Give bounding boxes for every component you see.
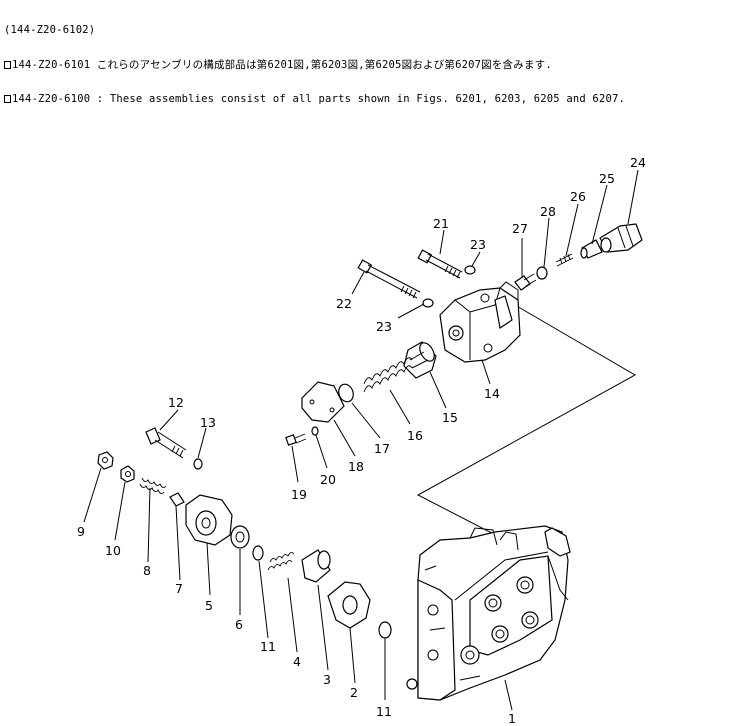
- nut-10: [120, 465, 135, 483]
- o-ring-11-a: [252, 545, 264, 561]
- callout-17: 17: [374, 441, 390, 456]
- sleeve-3: [301, 549, 331, 583]
- callout-24: 24: [630, 155, 646, 170]
- nut-9: [97, 451, 114, 470]
- header-line-2: 144-Z20-6101 これらのアセンブリの構成部品は第6201図,第6203…: [4, 58, 625, 72]
- spring-4: [267, 551, 295, 571]
- spring-16: [363, 357, 413, 393]
- callout-28: 28: [540, 204, 556, 219]
- washer-23-a: [464, 265, 476, 275]
- callout-3: 3: [323, 672, 331, 687]
- header-line-2-text: これらのアセンブリの構成部品は第6201図,第6203図,第6205図および第6…: [96, 58, 552, 71]
- washer-20: [311, 426, 319, 436]
- screw-26: [555, 253, 574, 267]
- callout-25: 25: [599, 171, 615, 186]
- callout-11-b: 11: [376, 704, 392, 719]
- bolt-12: [145, 427, 187, 459]
- callout-15: 15: [442, 410, 458, 425]
- upper-valve-block: [439, 281, 521, 363]
- callout-8: 8: [143, 563, 151, 578]
- callout-1: 1: [508, 711, 516, 726]
- bolt-21: [417, 249, 463, 279]
- poppet-7: [169, 492, 185, 507]
- header-line-2-code: 144-Z20-6101: [12, 58, 91, 71]
- callout-21: 21: [433, 216, 449, 231]
- callout-5: 5: [205, 598, 213, 613]
- flange-2: [327, 581, 371, 629]
- reference-line: [416, 304, 637, 546]
- callout-20: 20: [320, 472, 336, 487]
- main-valve-body: [406, 525, 571, 701]
- callout-19: 19: [291, 487, 307, 502]
- cover-18: [301, 381, 345, 423]
- bolt-22: [357, 259, 421, 299]
- callout-4: 4: [293, 654, 301, 669]
- callout-26: 26: [570, 189, 586, 204]
- callout-27: 27: [512, 221, 528, 236]
- plug-27: [514, 273, 537, 291]
- callout-16: 16: [407, 428, 423, 443]
- callout-9: 9: [77, 524, 85, 539]
- callout-18: 18: [348, 459, 364, 474]
- o-ring-28: [536, 266, 548, 280]
- checkbox-square-icon: [4, 95, 11, 103]
- callout-6: 6: [235, 617, 243, 632]
- fitting-25: [580, 239, 603, 259]
- ring-6: [230, 525, 250, 549]
- leader-lines: [83, 169, 639, 711]
- o-ring-11-b: [378, 621, 392, 639]
- callout-11-a: 11: [260, 639, 276, 654]
- callout-7: 7: [175, 581, 183, 596]
- callout-23-b: 23: [376, 319, 392, 334]
- bolt-19: [285, 433, 307, 446]
- plug-24: [599, 223, 643, 253]
- callout-10: 10: [105, 543, 121, 558]
- o-ring-17: [338, 383, 354, 403]
- cap-5: [185, 494, 233, 546]
- washer-13: [193, 458, 203, 470]
- callout-23-a: 23: [470, 237, 486, 252]
- header-line-3: 144-Z20-6100 : These assemblies consist …: [4, 93, 626, 106]
- header-line-3-text: : These assemblies consist of all parts …: [96, 93, 626, 105]
- header-note: (144-Z20-6102) 144-Z20-6101 これらのアセンブリの構成…: [4, 2, 625, 117]
- washer-23-b: [422, 298, 434, 308]
- header-line-1: (144-Z20-6102): [4, 24, 96, 36]
- callout-13: 13: [200, 415, 216, 430]
- sleeve-15: [403, 341, 437, 379]
- callout-12: 12: [168, 395, 184, 410]
- callout-22: 22: [336, 296, 352, 311]
- callout-14: 14: [484, 386, 500, 401]
- callout-2: 2: [350, 685, 358, 700]
- callout-labels: 1 2 3 4 5 6 7 8 9 10 11 11 12 13 14 15 1…: [77, 155, 646, 726]
- checkbox-square-icon: [4, 60, 11, 69]
- spring-8: [139, 477, 167, 495]
- header-line-3-code: 144-Z20-6100: [12, 93, 91, 105]
